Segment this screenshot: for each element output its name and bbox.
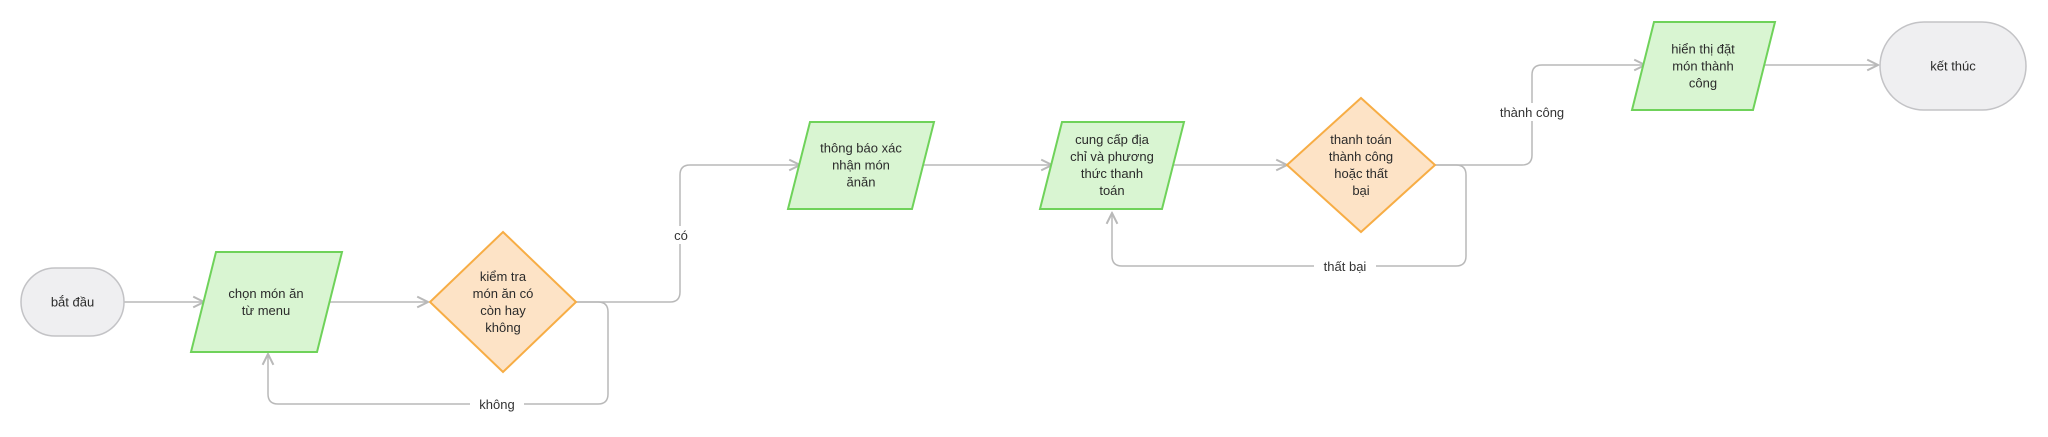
label-line: thức thanh xyxy=(1081,166,1143,181)
node-display-success-label: hiển thị đặt món thành công xyxy=(1671,42,1735,91)
node-check-availability[interactable]: kiểm tra món ăn có còn hay không xyxy=(428,230,578,374)
label-line: từ menu xyxy=(242,303,290,318)
label-line: cung cấp địa xyxy=(1075,132,1149,147)
io-shape xyxy=(786,121,936,210)
label-line: kiểm tra xyxy=(480,269,527,284)
edge-label-success: thành công xyxy=(1500,105,1564,120)
decision-shape xyxy=(428,230,578,374)
label-line: công xyxy=(1689,76,1717,91)
label-line: bại xyxy=(1352,183,1369,198)
node-payment-result-label: thanh toán thành công hoặc thất bại xyxy=(1329,132,1393,198)
node-provide-address-payment[interactable]: cung cấp địa chỉ và phương thức thanh toán xyxy=(1038,121,1186,210)
edge-check-no-to-choose[interactable] xyxy=(268,301,609,405)
edge-payment-fail-to-provide[interactable] xyxy=(1112,164,1467,267)
node-provide-address-payment-label: cung cấp địa chỉ và phương thức thanh toán xyxy=(1070,132,1154,198)
edge-labels: có không thất bại thành công xyxy=(470,103,1570,413)
node-start[interactable]: bắt đầu xyxy=(20,267,125,337)
terminal-shape xyxy=(1879,21,2027,111)
label-line: chọn món ăn xyxy=(228,286,303,301)
label-line: chỉ và phương xyxy=(1070,149,1154,164)
label-line: thành công xyxy=(1329,149,1393,164)
node-check-availability-label: kiểm tra món ăn có còn hay không xyxy=(473,269,534,335)
decision-shape xyxy=(1285,96,1437,234)
io-shape xyxy=(1630,21,1777,111)
label-line: ănăn xyxy=(847,175,876,190)
edge-label-fail: thất bại xyxy=(1324,259,1367,274)
node-display-success[interactable]: hiển thị đặt món thành công xyxy=(1630,21,1777,111)
edge-label-yes: có xyxy=(674,228,688,243)
label-line: hoặc thất xyxy=(1334,166,1388,181)
label-line: nhận món xyxy=(832,158,890,173)
node-choose-dish[interactable]: chọn món ăn từ menu xyxy=(189,251,344,353)
label-line: toán xyxy=(1099,183,1124,198)
node-start-label: bắt đầu xyxy=(51,295,94,310)
label-line: thanh toán xyxy=(1330,132,1391,147)
io-shape xyxy=(189,251,344,353)
edges xyxy=(124,65,1878,405)
node-end[interactable]: kết thúc xyxy=(1879,21,2027,111)
node-choose-dish-label: chọn món ăn từ menu xyxy=(228,286,303,318)
label-line: không xyxy=(485,320,520,335)
terminal-shape xyxy=(20,267,125,337)
node-payment-result[interactable]: thanh toán thành công hoặc thất bại xyxy=(1285,96,1437,234)
label-line: món thành xyxy=(1672,59,1733,74)
label-line: món ăn có xyxy=(473,286,534,301)
edge-label-no: không xyxy=(479,397,514,412)
node-end-label: kết thúc xyxy=(1930,59,1976,74)
label-line: bắt đầu xyxy=(51,295,94,310)
label-line: hiển thị đặt xyxy=(1671,42,1735,57)
node-notify-confirmation-label: thông báo xác nhận món ănăn xyxy=(820,141,902,190)
node-notify-confirmation[interactable]: thông báo xác nhận món ănăn xyxy=(786,121,936,210)
label-line: thông báo xác xyxy=(820,141,902,156)
io-shape xyxy=(1038,121,1186,210)
label-line: còn hay xyxy=(480,303,526,318)
label-line: kết thúc xyxy=(1930,59,1976,74)
